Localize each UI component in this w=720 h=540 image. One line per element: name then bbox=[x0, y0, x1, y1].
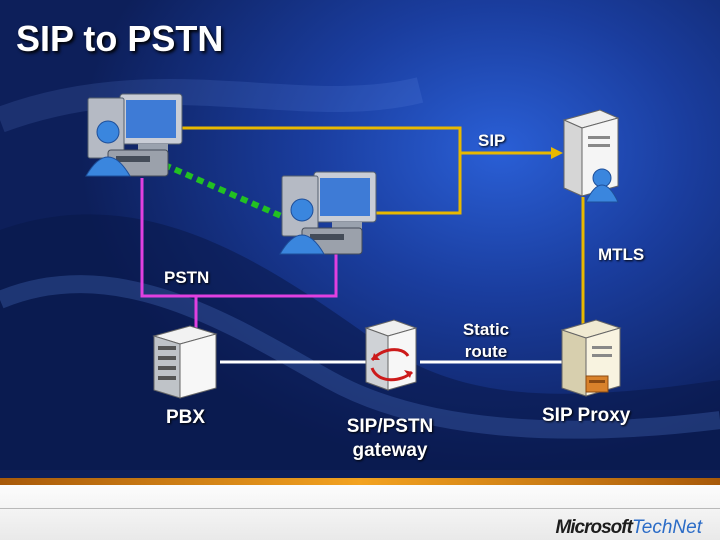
brand-technet: TechNet bbox=[631, 517, 702, 538]
server-icon bbox=[560, 319, 622, 397]
gateway-line2: gateway bbox=[352, 440, 428, 461]
mtls-label: MTLS bbox=[598, 245, 645, 264]
pstn-link bbox=[140, 178, 338, 298]
footer-divider bbox=[0, 508, 720, 509]
gateway-icon bbox=[364, 319, 418, 391]
sip-label: SIP bbox=[478, 131, 506, 150]
pbx-icon bbox=[152, 325, 218, 399]
static-route-label: Static route bbox=[452, 319, 520, 363]
sip-link bbox=[135, 126, 462, 215]
pstn-label: PSTN bbox=[164, 268, 210, 287]
workstation-phone-icon bbox=[85, 93, 183, 177]
sip-arrowhead bbox=[551, 147, 563, 159]
slide-title: SIP to PSTN bbox=[16, 18, 224, 59]
microsoft-technet-logo: MicrosoftTechNet bbox=[555, 517, 702, 539]
workstation-phone-icon bbox=[279, 171, 377, 255]
gateway-line1: SIP/PSTN bbox=[346, 416, 434, 437]
footer-accent-bar bbox=[0, 478, 720, 485]
sip-proxy-label: SIP Proxy bbox=[542, 405, 631, 426]
brand-microsoft: Microsoft bbox=[555, 517, 632, 538]
footer bbox=[0, 478, 720, 540]
gateway-label: SIP/PSTN gateway bbox=[336, 415, 444, 463]
static-route-line2: route bbox=[464, 342, 508, 361]
server-icon bbox=[562, 109, 620, 203]
pbx-label: PBX bbox=[166, 407, 206, 428]
static-route-line1: Static bbox=[462, 320, 510, 339]
